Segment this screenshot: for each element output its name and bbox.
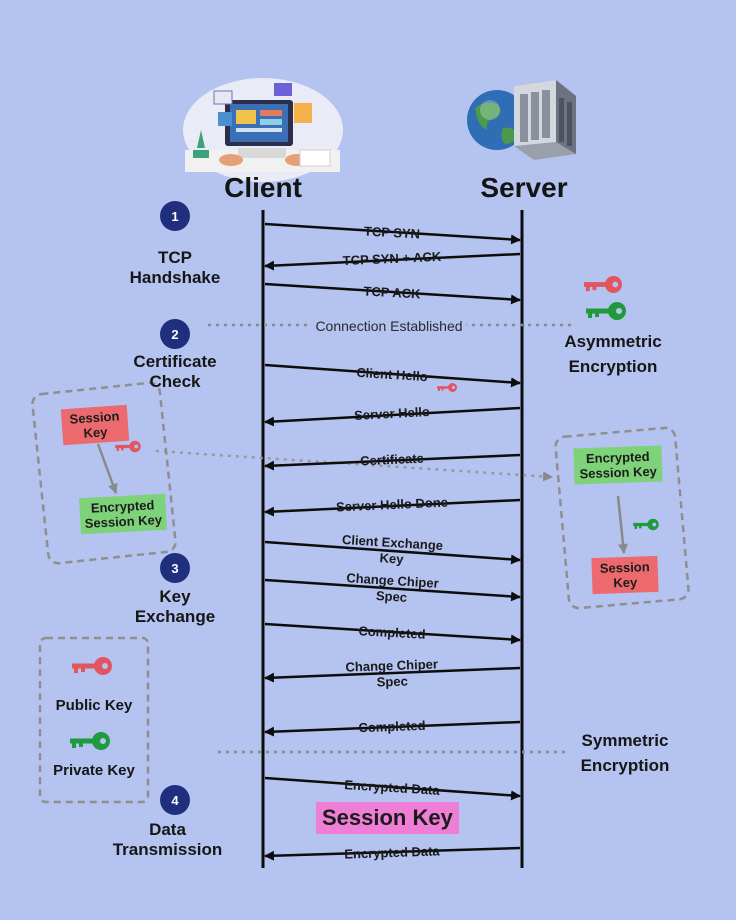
step-3-label: Key Exchange bbox=[134, 587, 216, 626]
msg-completed-1: Completed bbox=[358, 623, 426, 642]
step-4-label: Data Transmission bbox=[112, 820, 223, 859]
left-key-box bbox=[31, 381, 177, 565]
msg-completed-2: Completed bbox=[358, 717, 426, 736]
red-key-icon bbox=[437, 383, 457, 392]
arrow-tcp-syn bbox=[264, 222, 521, 245]
certificate-dotted-link bbox=[155, 449, 553, 482]
arrow-server-hello bbox=[264, 406, 521, 427]
legend-private-key: Private Key bbox=[53, 762, 135, 779]
step-4-badge: 4 bbox=[160, 785, 190, 815]
arrow-server-hello-done bbox=[264, 498, 521, 517]
msg-change-cipher-spec-2: Change Chiper Spec bbox=[345, 656, 439, 690]
red-key-icon bbox=[115, 440, 141, 453]
red-key-icon bbox=[72, 657, 112, 675]
symmetric-encryption-label: Symmetric Encryption bbox=[580, 731, 670, 775]
arrow-client-exchange-key bbox=[264, 540, 521, 565]
arrow-encrypted-data-1 bbox=[264, 776, 521, 801]
server-rack-icon bbox=[514, 80, 576, 160]
arrow-client-hello bbox=[264, 363, 521, 388]
legend-public-key: Public Key bbox=[55, 697, 133, 714]
asymmetric-encryption-label: Asymmetric Encryption bbox=[564, 332, 662, 376]
right-box-encrypted-session-key: Encrypted Session Key bbox=[573, 445, 663, 485]
server-header: Server bbox=[480, 172, 568, 203]
client-header: Client bbox=[224, 172, 302, 203]
left-box-session-key: Session Key bbox=[60, 404, 130, 446]
arrow-certificate bbox=[264, 453, 521, 471]
green-key-icon bbox=[70, 732, 110, 750]
right-key-box bbox=[554, 426, 690, 610]
arrow-completed-1 bbox=[264, 622, 521, 645]
step-1-label: TCP Handshake bbox=[129, 248, 221, 287]
green-key-icon bbox=[586, 302, 626, 320]
arrow-change-cipher-spec-2 bbox=[264, 666, 521, 683]
arrow-change-cipher-spec-1 bbox=[264, 578, 521, 602]
arrow-completed-2 bbox=[264, 720, 521, 737]
msg-client-exchange-key: Client Exchange Key bbox=[341, 531, 444, 567]
step-2-badge: 2 bbox=[160, 319, 190, 349]
red-key-icon bbox=[584, 275, 622, 294]
connection-established-label: Connection Established bbox=[311, 318, 467, 334]
msg-change-cipher-spec-1: Change Chiper Spec bbox=[345, 570, 440, 605]
msg-encrypted-data-2: Encrypted Data bbox=[344, 843, 440, 862]
arrow-encrypted-data-2 bbox=[264, 846, 521, 861]
left-box-arrow bbox=[96, 443, 118, 494]
step-2-label: Certificate Check bbox=[133, 352, 217, 391]
session-key-highlight: Session Key bbox=[316, 802, 459, 834]
msg-tcp-ack: TCP ACK bbox=[363, 283, 421, 302]
right-box-session-key: Session Key bbox=[591, 555, 659, 595]
legend-box bbox=[38, 636, 150, 804]
message-arrows bbox=[264, 222, 521, 861]
right-box-arrow bbox=[616, 495, 629, 554]
msg-tcp-syn: TCP SYN bbox=[363, 223, 421, 242]
arrow-tcp-ack bbox=[264, 282, 521, 305]
left-box-encrypted-session-key: Encrypted Session Key bbox=[79, 493, 167, 535]
msg-certificate: Certificate bbox=[359, 450, 425, 469]
laptop-workspace-icon bbox=[183, 78, 343, 182]
green-key-icon bbox=[633, 518, 659, 531]
step-3-badge: 3 bbox=[160, 553, 190, 583]
step-1-badge: 1 bbox=[160, 201, 190, 231]
globe-icon bbox=[467, 90, 527, 150]
arrow-tcp-syn-ack bbox=[264, 252, 521, 271]
